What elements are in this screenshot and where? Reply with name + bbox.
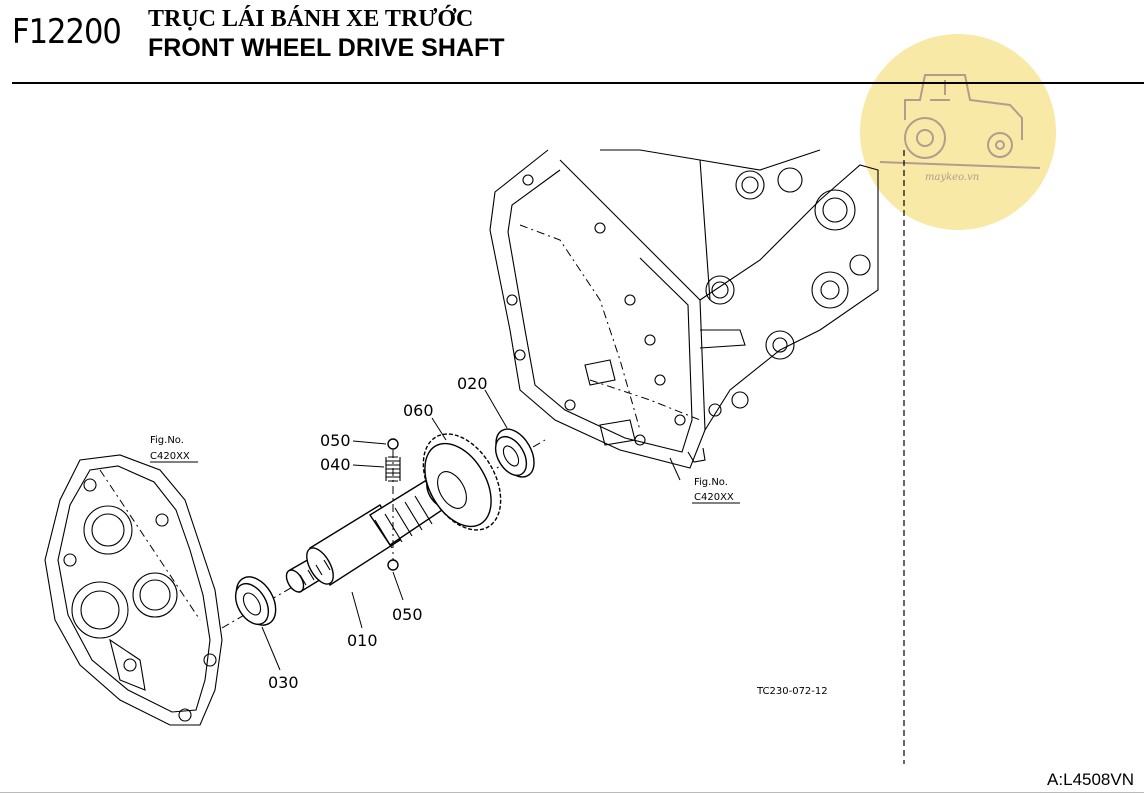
- part-label-040: 040: [320, 455, 351, 474]
- title-vietnamese: TRỤC LÁI BÁNH XE TRƯỚC: [148, 6, 474, 32]
- tractor-icon: [879, 74, 1041, 169]
- gear-060: [422, 433, 502, 531]
- transmission-case: [489, 149, 879, 469]
- part-label-060: 060: [403, 401, 434, 420]
- watermark-logo: maykeo.vn: [860, 34, 1056, 230]
- ball-050-top: [387, 438, 399, 450]
- part-label-020: 020: [457, 374, 488, 393]
- front-cover: [44, 454, 223, 726]
- title-english: FRONT WHEEL DRIVE SHAFT: [148, 34, 505, 62]
- ball-050-bottom: [387, 559, 399, 571]
- fig-ref-left-code: C420XX: [150, 451, 190, 462]
- part-label-010: 010: [347, 631, 378, 650]
- part-label-030: 030: [268, 673, 299, 692]
- watermark-text: maykeo.vn: [925, 172, 979, 183]
- header-divider: [12, 82, 1144, 84]
- bearing-030: [234, 576, 277, 626]
- shaft-010: [285, 476, 450, 594]
- fig-ref-left-label: Fig.No.: [150, 435, 184, 446]
- footer-divider: [0, 792, 1144, 793]
- page-reference: A:L4508VN: [1047, 770, 1134, 789]
- drawing-number: TC230-072-12: [756, 686, 828, 697]
- leader-lines: [150, 389, 740, 671]
- fig-ref-right-label: Fig.No.: [694, 477, 728, 488]
- part-label-050-top: 050: [320, 431, 351, 450]
- section-code: F12200: [12, 12, 122, 52]
- bearing-020: [494, 428, 535, 478]
- part-label-050-bottom: 050: [392, 605, 423, 624]
- fig-ref-right-code: C420XX: [694, 492, 734, 503]
